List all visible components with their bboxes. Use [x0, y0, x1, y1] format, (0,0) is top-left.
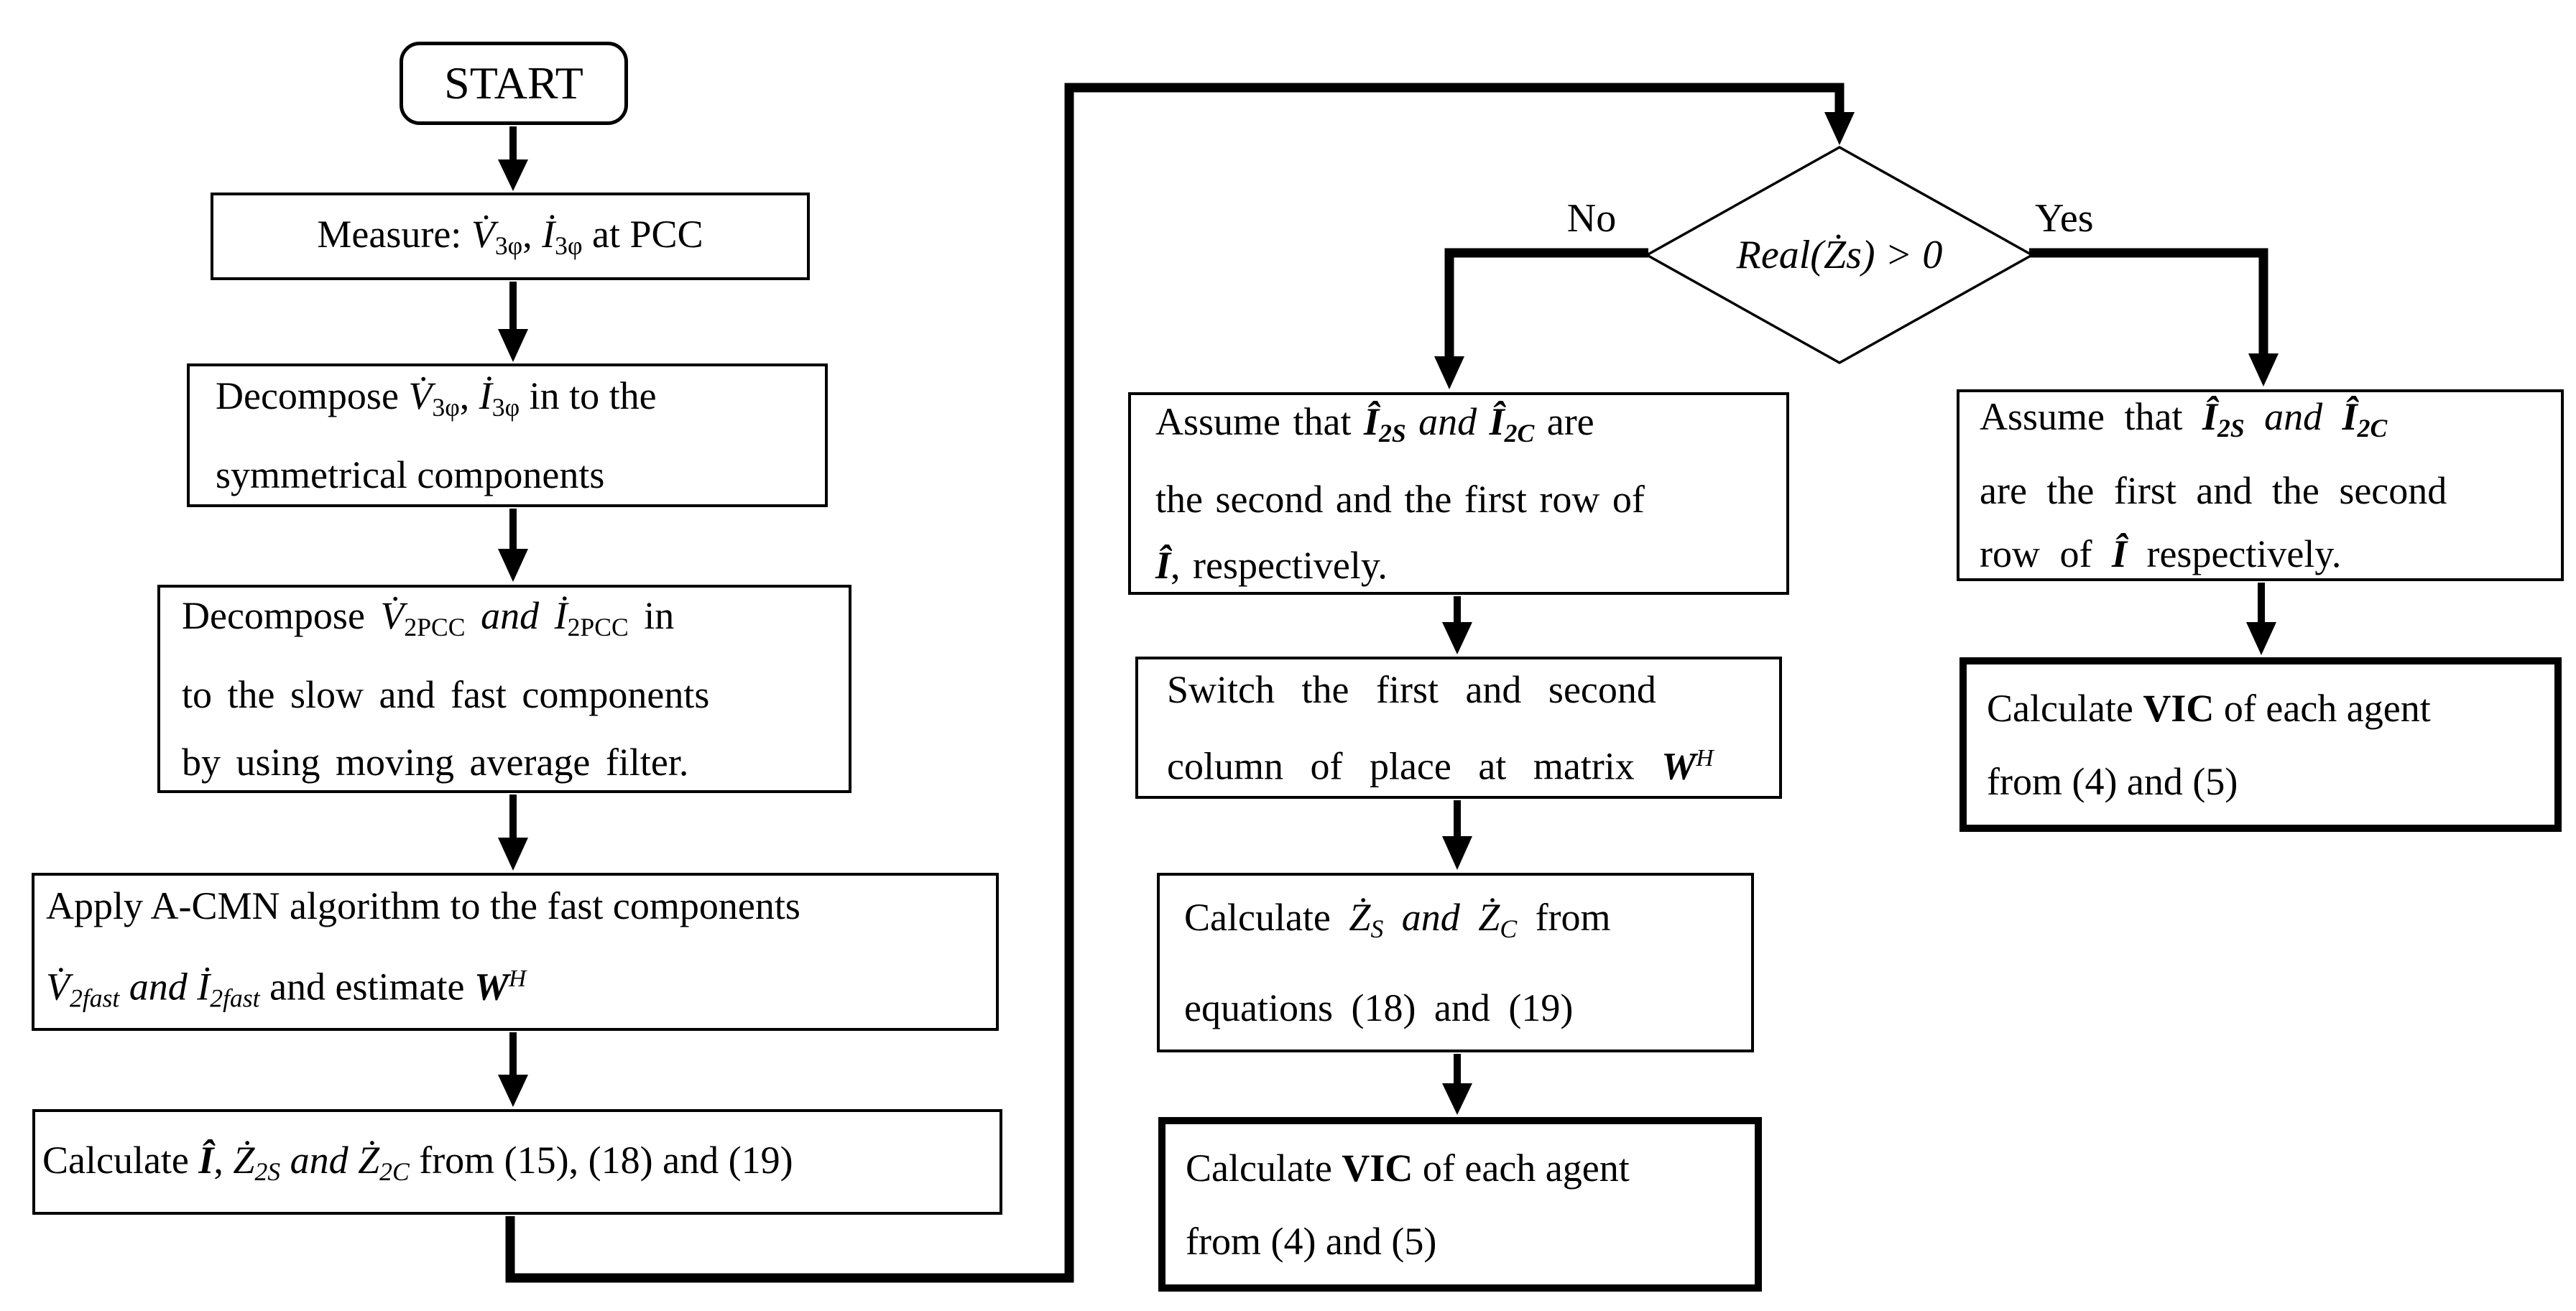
arrow-decompose-sym-to-slowfast	[498, 509, 528, 582]
arrow-switch-to-calczszc	[1442, 800, 1472, 870]
start-label: START	[444, 57, 583, 108]
calculate-z-node: Calculate Î, Ż2S and Ż2C from (15), (1…	[32, 1109, 1002, 1215]
arrow-acmn-to-calculate	[498, 1032, 528, 1107]
arrow-calczszc-to-vicno	[1442, 1054, 1472, 1115]
apply-acmn-label: Apply A-CMN algorithm to the fast compon…	[46, 884, 800, 1013]
edge-label-yes: Yes	[2035, 196, 2094, 241]
calculate-z-label: Calculate Î, Ż2S and Ż2C from (15), (1…	[42, 1138, 793, 1186]
decision-label: Real(Żs) > 0	[1736, 233, 1943, 277]
arrow-slowfast-to-acmn	[498, 795, 528, 871]
arrow-assumeyes-to-vicyes	[2246, 583, 2276, 655]
edge-label-no: No	[1566, 196, 1617, 241]
measure-label: Measure: V̇3φ, İ3φ at PCC	[317, 213, 703, 260]
start-node: START	[400, 42, 628, 125]
connector-decision-yes	[2029, 248, 2279, 386]
arrow-assumeno-to-switch	[1442, 596, 1472, 654]
apply-acmn-node: Apply A-CMN algorithm to the fast compon…	[32, 873, 999, 1031]
connector-decision-no	[1434, 248, 1648, 389]
arrow-measure-to-decompose-sym	[498, 282, 528, 362]
arrow-start-to-measure	[498, 126, 528, 191]
measure-node: Measure: V̇3φ, İ3φ at PCC	[211, 193, 810, 280]
